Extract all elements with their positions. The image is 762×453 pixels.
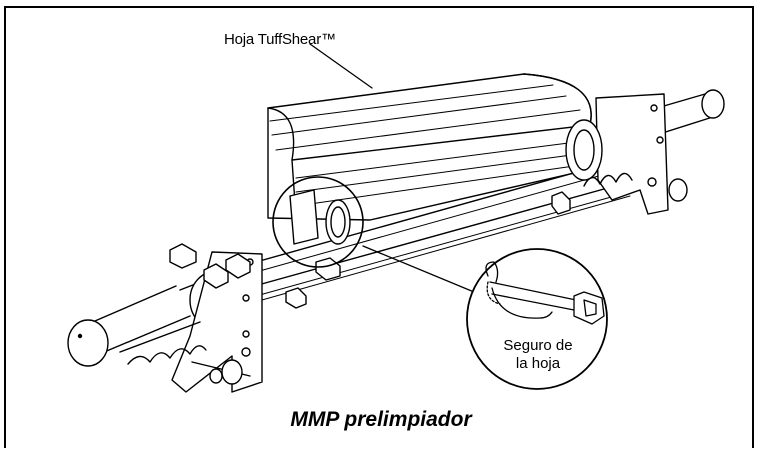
- blade-lock-pin: [485, 261, 605, 325]
- blade-lock-label-line1: Seguro de: [503, 337, 573, 354]
- blade-leader-line: [309, 43, 373, 89]
- left-mount: [119, 243, 307, 393]
- blade-label: Hoja TuffShear™: [224, 31, 336, 48]
- blade-lock-label: Seguro de la hoja: [486, 337, 590, 373]
- blade-lock-clamp: [289, 189, 571, 281]
- figure-caption: MMP prelimpiador: [290, 408, 472, 431]
- figure-frame: [4, 6, 754, 448]
- blade-shape: [267, 73, 597, 221]
- detail-leader-line: [362, 245, 475, 293]
- right-mount: [565, 93, 688, 215]
- blade-lock-label-line2: la hoja: [515, 355, 561, 372]
- detail-callout-circle: [272, 176, 364, 268]
